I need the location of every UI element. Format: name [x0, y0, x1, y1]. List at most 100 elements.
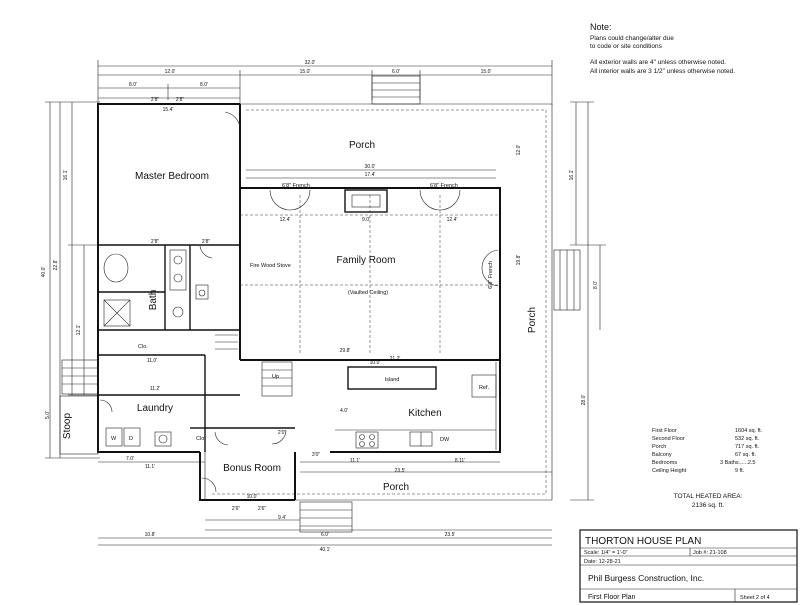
kitchen-fixtures	[335, 362, 497, 450]
stair	[215, 334, 293, 397]
dim-left-a: 40.0'	[41, 267, 47, 278]
right-dimension-lines	[570, 101, 606, 501]
dim-right-a: 16.1'	[569, 170, 575, 181]
title-block-company: Phil Burgess Construction, Inc.	[588, 573, 704, 583]
porch-outline	[204, 103, 553, 501]
label-stoop: Stoop	[62, 412, 73, 439]
dim-door-a: 2'8"	[151, 239, 160, 245]
dim-bot-a: 7.0'	[126, 456, 134, 462]
dim-mid-b: 11.2'	[150, 386, 160, 392]
area-row-5-label: Bedrooms	[652, 460, 677, 466]
dim-top-b: 15.0'	[300, 69, 311, 75]
dim-top-c: 6.0'	[392, 69, 400, 75]
label-dryer: D	[129, 436, 133, 442]
label-wood-stove: Fire Wood Stove	[250, 263, 291, 269]
dim-left-d: 12.1'	[76, 325, 82, 336]
dim-top-total: 32.0'	[305, 60, 316, 66]
title-block-sheet-no: Sheet 2 of 4	[740, 595, 770, 601]
notes-heading: Note:	[590, 22, 612, 32]
dim-bot-e: 8.11'	[455, 458, 465, 464]
notes-line-2: to code or site conditions	[590, 43, 663, 50]
area-row-2-value: 532 sq. ft.	[735, 436, 760, 442]
label-dw: DW	[440, 437, 450, 443]
title-block-scale: Scale: 1/4" = 1'-0"	[584, 550, 628, 556]
dim-right-e: 12.0'	[516, 145, 522, 156]
label-bath: Bath	[148, 290, 159, 311]
total-heated-value: 2136 sq. ft.	[692, 502, 724, 509]
label-up: Up	[272, 374, 279, 380]
interior-walls	[98, 195, 500, 452]
notes-block: Note: Plans could change/alter due to co…	[590, 22, 735, 75]
label-porch-front: Porch	[383, 482, 409, 493]
dim-top-a: 12.0'	[165, 69, 176, 75]
back-steps	[371, 75, 421, 105]
dim-left-b: 22.8'	[53, 260, 59, 271]
label-washer: W	[111, 436, 117, 442]
dim-top-e: 8.0'	[129, 82, 137, 88]
area-row-6-value: 9 ft.	[735, 468, 745, 474]
label-ref: Ref.	[479, 385, 490, 391]
bath-fixtures	[103, 249, 209, 327]
title-block: THORTON HOUSE PLAN Scale: 1/4" = 1'-0" J…	[579, 529, 798, 603]
label-porch-back: Porch	[349, 140, 375, 151]
label-family-room: Family Room	[337, 255, 396, 266]
dim-mid-a: 11.0'	[147, 358, 157, 364]
dim-bot-g: 9.4'	[278, 515, 286, 521]
dim-top-h: 2'8"	[176, 97, 185, 103]
dim-bot-f: 10.0'	[247, 494, 258, 500]
bottom-dimension-lines	[98, 461, 552, 546]
dim-bot-total: 40.1'	[320, 547, 331, 553]
dim-door-d: 2'6"	[258, 506, 267, 512]
label-bonus-room: Bonus Room	[223, 463, 281, 474]
label-french-1: 6'8" French	[282, 183, 310, 189]
area-row-3-label: Porch	[652, 444, 666, 450]
dim-right-b: 8.0'	[593, 281, 599, 289]
area-row-1-value: 1604 sq. ft.	[735, 428, 763, 434]
area-row-6-label: Ceiling Height	[652, 468, 687, 474]
total-heated-label: TOTAL HEATED AREA:	[674, 493, 743, 500]
dim-door-c: 2'6"	[232, 506, 241, 512]
label-closet: Clo.	[138, 344, 148, 350]
dim-island-a: 10.0'	[370, 360, 381, 366]
dim-bot-j: 23.5'	[445, 532, 456, 538]
dim-top-f: 8.0'	[200, 82, 208, 88]
title-block-title: THORTON HOUSE PLAN	[585, 536, 701, 547]
doors	[99, 111, 499, 493]
label-clo2: Clo.	[196, 436, 206, 442]
stoop-steps	[59, 359, 99, 455]
label-laundry: Laundry	[137, 403, 173, 414]
title-block-sheet-name: First Floor Plan	[588, 594, 636, 601]
dim-left-c: 16.1'	[63, 170, 69, 181]
title-block-date: Date: 12-28-21	[584, 559, 621, 565]
label-vaulted: (Vaulted Ceiling)	[348, 290, 388, 296]
area-row-1-label: First Floor	[652, 428, 677, 434]
notes-line-4: All interior walls are 3 1/2" unless oth…	[590, 68, 735, 75]
dim-bot-b: 11.1'	[145, 464, 155, 470]
fireplace	[344, 189, 388, 213]
dim-fr-f: 29.8'	[340, 348, 351, 354]
label-porch-side: Porch	[527, 307, 538, 333]
dim-fr-a: 30.0'	[365, 164, 376, 170]
dim-bot-h: 10.8'	[145, 532, 156, 538]
top-dimension-lines	[97, 60, 553, 105]
dim-fr-b: 17.4'	[365, 172, 376, 178]
dim-door-e: 3'0"	[312, 452, 321, 458]
dim-top-g: 2'8"	[151, 97, 160, 103]
notes-line-1: Plans could change/alter due	[590, 35, 674, 42]
label-kitchen: Kitchen	[408, 408, 441, 419]
dim-fr-d: 9.0'	[362, 217, 370, 223]
front-steps	[299, 501, 353, 533]
label-island: Island	[385, 377, 400, 383]
area-table: First Floor 1604 sq. ft. Second Floor 53…	[652, 428, 763, 509]
dim-door-b: 2'8"	[202, 239, 211, 245]
side-steps	[553, 249, 581, 311]
laundry-fixtures	[105, 427, 172, 447]
dim-fr-c: 12.4'	[280, 217, 291, 223]
dim-bot-c: 11.1'	[350, 458, 360, 464]
area-row-3-value: 717 sq. ft.	[735, 444, 760, 450]
dim-fr-e: 12.4'	[447, 217, 458, 223]
label-master-bedroom: Master Bedroom	[135, 171, 209, 182]
dim-island-b: 4.0'	[340, 408, 348, 414]
dim-right-c: 28.0'	[581, 395, 587, 406]
notes-line-3: All exterior walls are 4" unless otherwi…	[590, 59, 726, 66]
